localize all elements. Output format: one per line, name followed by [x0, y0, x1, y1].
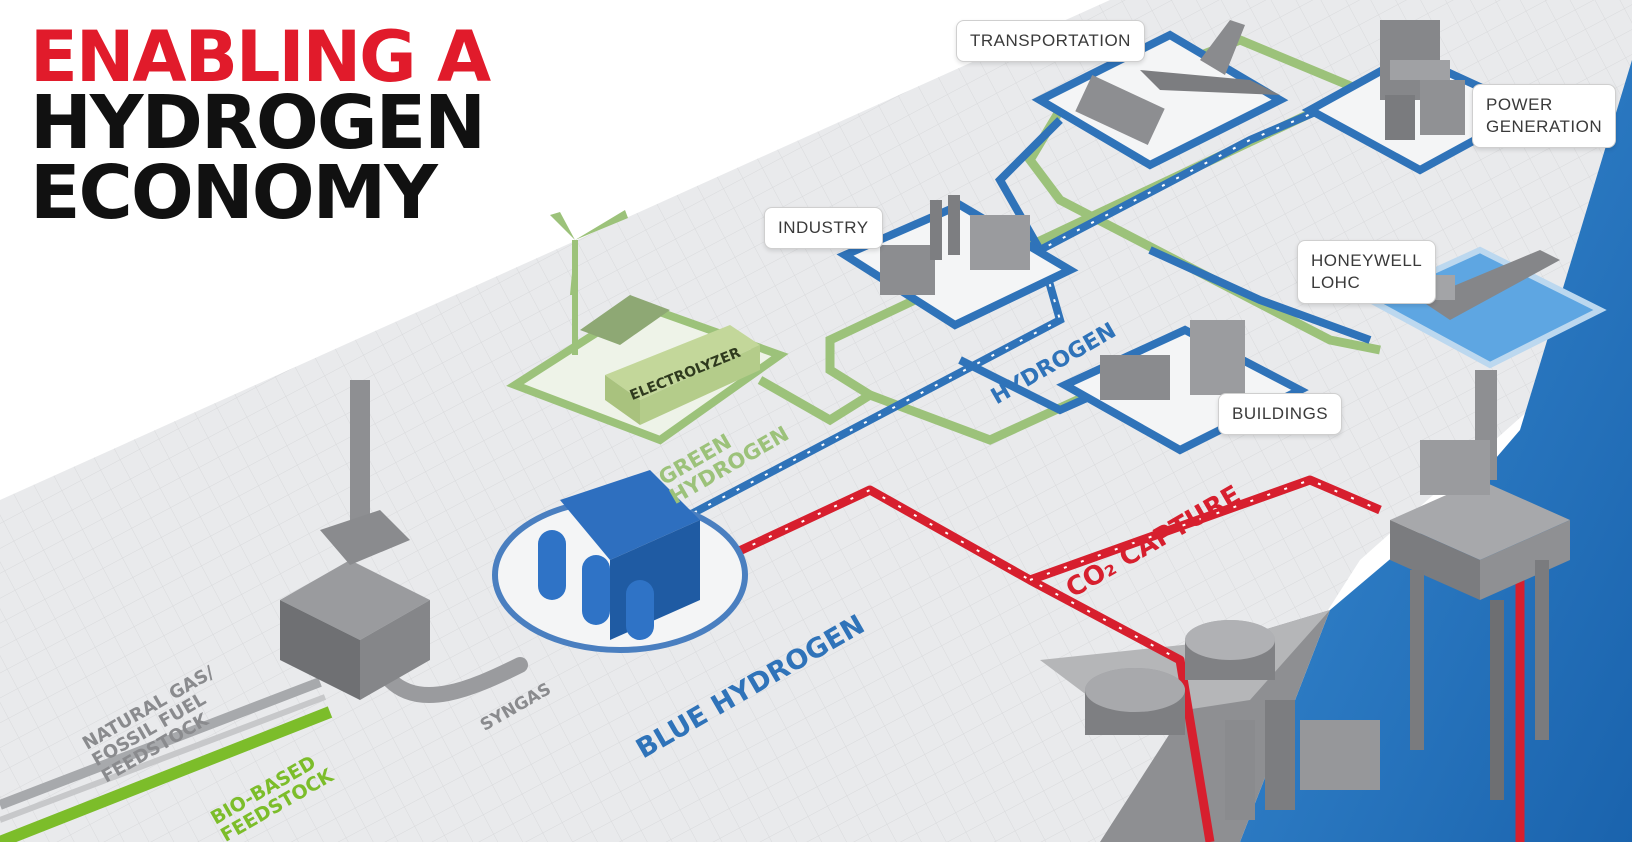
- title-line-2: HYDROGEN: [30, 80, 486, 166]
- feedstock-lines: [0, 677, 333, 842]
- electrolyzer-pad: [506, 210, 789, 445]
- honeywell-lohc-callout: HONEYWELL LOHC: [1297, 240, 1437, 304]
- syngas-pipe: [382, 657, 528, 703]
- transportation-label: TRANSPORTATION: [970, 31, 1131, 50]
- blue-hydrogen-plant: [492, 470, 748, 653]
- power-generation-callout: POWER GENERATION: [1472, 84, 1617, 148]
- industry-pad: [836, 195, 1079, 330]
- industry-label: INDUSTRY: [778, 218, 869, 237]
- buildings-callout: BUILDINGS: [1218, 393, 1343, 435]
- title-line-3: ECONOMY: [30, 150, 438, 236]
- buildings-label: BUILDINGS: [1232, 404, 1329, 423]
- title-line-1: ENABLING A: [30, 16, 491, 98]
- power-generation-label-line2: GENERATION: [1486, 117, 1603, 136]
- transportation-pad: [1031, 20, 1289, 170]
- honeywell-lohc-label-line1: HONEYWELL: [1311, 251, 1423, 270]
- transportation-callout: TRANSPORTATION: [956, 20, 1145, 62]
- buildings-pad: [1056, 320, 1309, 455]
- power-generation-label-line1: POWER: [1486, 95, 1553, 114]
- refinery-tanks: [1085, 620, 1380, 820]
- fossil-plant: [280, 380, 430, 700]
- offshore-platform: [1390, 370, 1570, 800]
- power-generation-pad: [1301, 20, 1539, 175]
- honeywell-lohc-label-line2: LOHC: [1311, 273, 1361, 292]
- ocean: [1240, 0, 1632, 842]
- industry-callout: INDUSTRY: [764, 207, 883, 249]
- co2-pipe-highlight: [719, 478, 1381, 661]
